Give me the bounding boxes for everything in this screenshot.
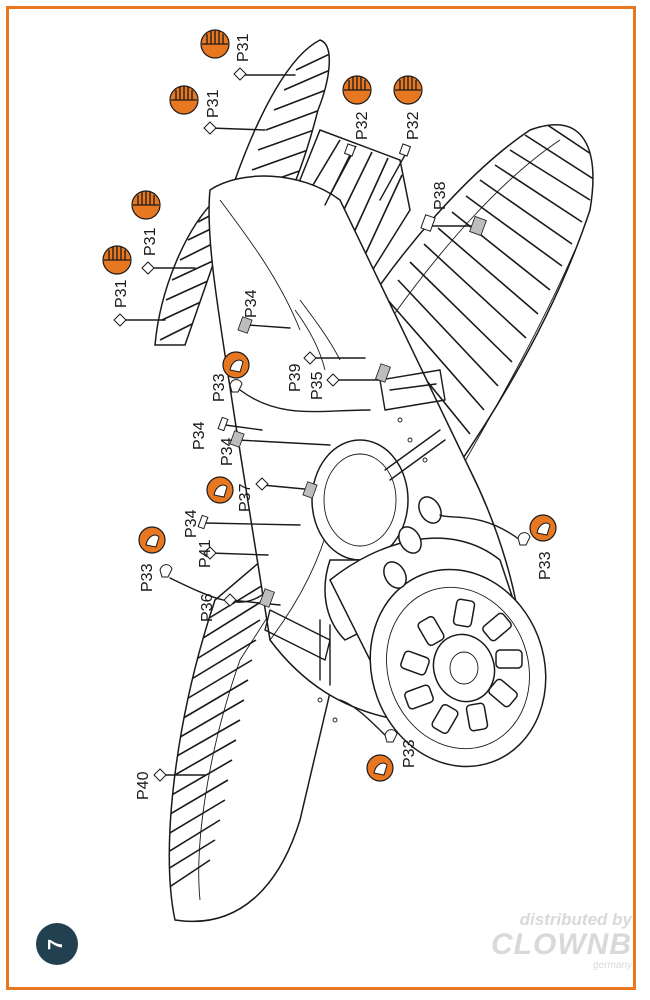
diamond-decal-icon [303, 351, 317, 365]
diamond-decal-icon [398, 143, 412, 157]
callout-P36: P36 [199, 593, 216, 622]
diamond-decal-icon [420, 214, 436, 232]
callout-P33: P33 [537, 551, 554, 580]
paint-swatches [102, 29, 557, 782]
diamond-decal-icon [233, 67, 247, 81]
orange-circle-stencil-icon [529, 514, 557, 542]
callout-P40: P40 [135, 771, 152, 800]
callout-P31: P31 [113, 279, 130, 308]
callout-P34: P34 [183, 509, 200, 538]
callout-P32: P32 [354, 111, 371, 140]
callout-P35: P35 [309, 371, 326, 400]
diamond-decal-icon [229, 430, 245, 448]
half-circle-striped-orange-icon [200, 29, 230, 59]
diamond-decal-icon [217, 416, 229, 432]
callout-P31: P31 [235, 33, 252, 62]
callout-P33: P33 [139, 563, 156, 592]
callout-labels: P31 P31 P31 P31 P32 P32 P34 P33 P39 P35 … [113, 33, 554, 800]
diamond-decal-icon [141, 261, 155, 275]
watermark-brand: CLOWNB [491, 928, 632, 961]
orange-circle-stencil-icon [138, 526, 166, 554]
orange-circle-stencil-icon [206, 476, 234, 504]
step-number: 7 [45, 938, 68, 950]
half-circle-striped-orange-icon [102, 245, 132, 275]
callout-P41: P41 [197, 539, 214, 568]
diamond-decal-icon [113, 313, 127, 327]
half-circle-striped-orange-icon [393, 75, 423, 105]
half-circle-striped-orange-icon [131, 190, 161, 220]
distributor-watermark: distributed by CLOWNB germany [462, 910, 632, 980]
callout-P32: P32 [405, 111, 422, 140]
callout-P31: P31 [205, 89, 222, 118]
engine-cowling [329, 496, 547, 768]
diamond-decal-icon [203, 121, 217, 135]
lower-wing-hatching [169, 581, 269, 901]
half-circle-striped-orange-icon [169, 85, 199, 115]
callout-P38: P38 [432, 181, 449, 210]
diamond-decal-icon [326, 373, 340, 387]
callout-P34: P34 [219, 437, 236, 466]
diamond-decal-icon [153, 768, 167, 782]
gun-barrels [319, 429, 446, 686]
half-circle-striped-orange-icon [342, 75, 372, 105]
callout-P34: P34 [243, 289, 260, 318]
cowling-cylinders [400, 598, 523, 735]
callout-P39: P39 [287, 363, 304, 392]
page-frame [6, 6, 636, 990]
callout-P33: P33 [211, 373, 228, 402]
diamond-decal-icon [237, 316, 253, 334]
orange-circle-stencil-icon [222, 351, 250, 379]
orange-circle-stencil-icon [366, 754, 394, 782]
decal-markers [113, 67, 487, 782]
watermark-country: germany [593, 960, 632, 971]
diamond-decal-icon [343, 143, 357, 157]
callout-P33: P33 [401, 739, 418, 768]
step-number-badge: 7 [36, 923, 78, 965]
diamond-decal-icon [197, 514, 209, 530]
diamond-decal-icon [223, 593, 237, 607]
diamond-decal-icon [203, 546, 217, 560]
watermark-line1: distributed by [519, 910, 632, 929]
callout-P34: P34 [191, 421, 208, 450]
callout-P31: P31 [142, 227, 159, 256]
stencil-parts [159, 379, 531, 743]
callout-P37: P37 [237, 483, 254, 512]
diamond-decal-icon [255, 477, 269, 491]
